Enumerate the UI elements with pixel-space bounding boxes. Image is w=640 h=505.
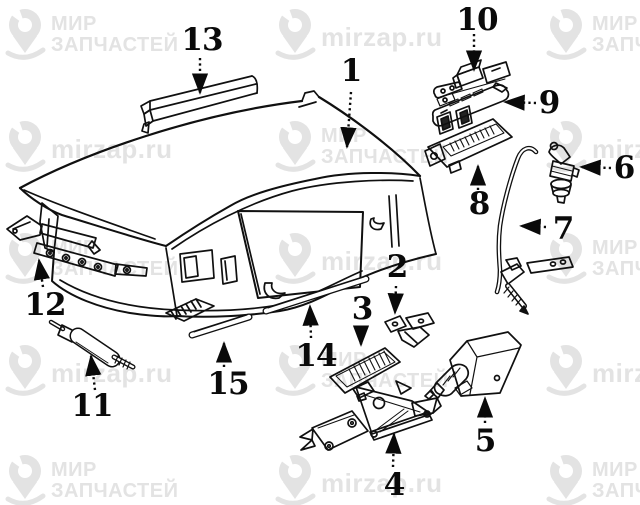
part-callout-8: 8 (468, 186, 491, 222)
part-4-latch-assembly (299, 380, 442, 451)
part-14-moulding-strip (262, 275, 370, 315)
part-callout-10: 10 (456, 2, 498, 38)
part-callout-4: 4 (383, 467, 406, 503)
part-callout-5: 5 (474, 423, 497, 459)
part-5-actuator (424, 331, 522, 400)
part-callout-1: 1 (340, 53, 363, 89)
part-12-hinge-strap (6, 215, 148, 277)
part-callout-12: 12 (24, 287, 66, 323)
part-13-weatherstrip (140, 75, 259, 134)
part-6-lock-cylinder (548, 141, 580, 204)
part-10-hinge-bracket (432, 59, 511, 107)
trunk-lid (18, 90, 437, 322)
part-callout-7: 7 (552, 211, 575, 247)
part-3-lock-housing (329, 347, 401, 402)
part-2-bracket (384, 312, 435, 348)
part-callout-2: 2 (386, 249, 409, 285)
part-callout-6: 6 (613, 150, 636, 186)
callout-arrows (33, 34, 612, 468)
part-15-moulding-strip (188, 313, 253, 339)
part-callout-3: 3 (351, 291, 374, 327)
part-callout-13: 13 (181, 22, 223, 58)
part-callout-11: 11 (71, 388, 113, 424)
part-11-support-rod (48, 319, 136, 370)
part-callout-15: 15 (207, 366, 249, 402)
part-8-striker-unit (424, 105, 513, 174)
part-callout-14: 14 (295, 338, 337, 374)
part-callout-9: 9 (538, 85, 561, 121)
